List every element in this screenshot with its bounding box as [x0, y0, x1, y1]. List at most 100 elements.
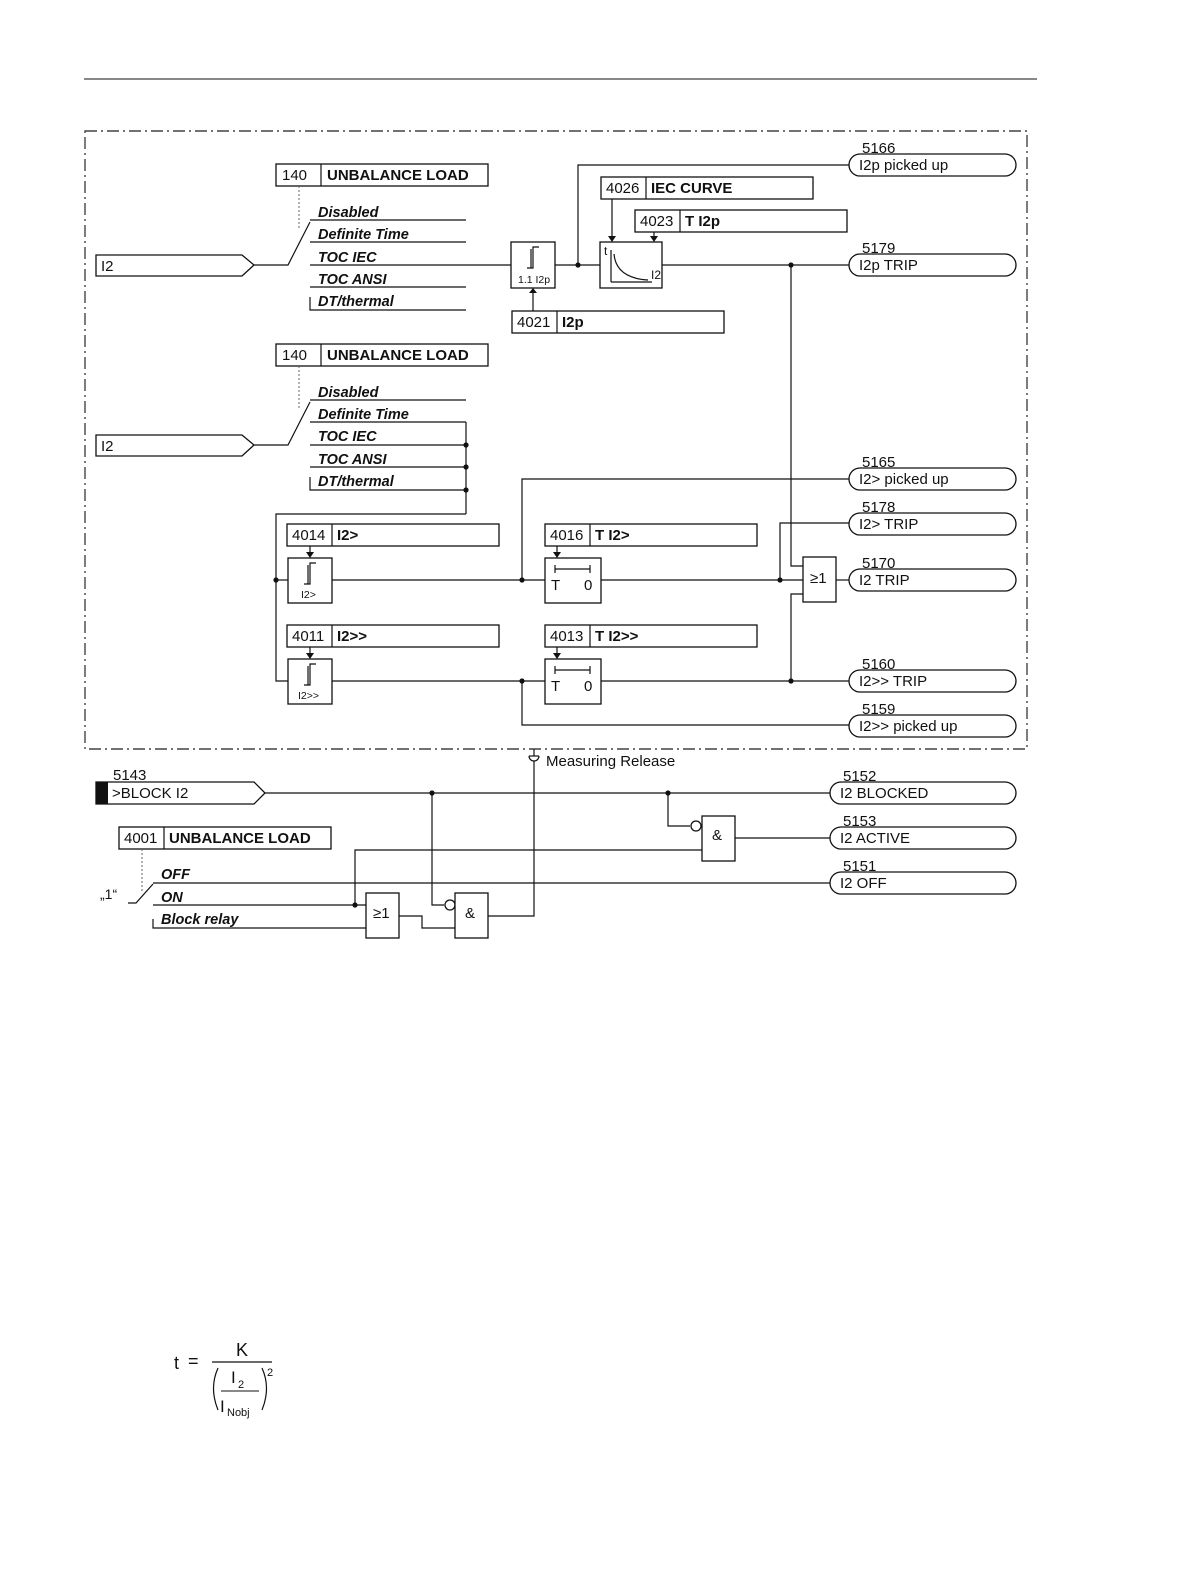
param-t-i2-gtgt: 4013 T I2>>	[544, 624, 758, 659]
block-input: 5143 >BLOCK I2	[95, 767, 266, 805]
and-gate-active: &	[701, 815, 736, 862]
function-option-on: ON	[161, 890, 183, 906]
output-5153: 5153 I2 ACTIVE	[829, 813, 1017, 850]
output-5178-id: 5178	[862, 499, 895, 516]
formula-equals: =	[188, 1351, 199, 1371]
formula-exponent: 2	[267, 1367, 273, 1379]
constant-one: „1“	[100, 886, 117, 902]
output-5152-label: I2 BLOCKED	[840, 785, 929, 802]
measuring-release: Measuring Release	[528, 749, 675, 770]
top-option-disabled: Disabled	[318, 205, 380, 221]
mode-block-mid: 140 UNBALANCE LOAD Disabled Definite Tim…	[275, 343, 489, 514]
input-i2-top-label: I2	[101, 258, 114, 275]
or-gate-enable-label: ≥1	[373, 905, 390, 922]
threshold-i2-gtgt: I2>>	[287, 658, 333, 705]
mid-option-dt-thermal: DT/thermal	[318, 474, 395, 490]
mode-block-mid-label: UNBALANCE LOAD	[327, 347, 469, 364]
or-gate-trip: ≥1	[802, 556, 837, 603]
and-gate-release: &	[454, 892, 489, 939]
output-5151: 5151 I2 OFF	[829, 858, 1017, 895]
function-option-block-relay: Block relay	[161, 912, 239, 928]
measuring-release-label: Measuring Release	[546, 753, 675, 770]
output-5170-label: I2 TRIP	[859, 572, 910, 589]
output-5166-label: I2p picked up	[859, 157, 948, 174]
timer-i2-gt-t: T	[551, 577, 560, 594]
output-5151-label: I2 OFF	[840, 875, 887, 892]
param-t-i2-gtgt-label: T I2>>	[595, 628, 639, 645]
param-i2-gt: 4014 I2>	[286, 523, 500, 558]
function-block-id: 4001	[124, 830, 157, 847]
mid-option-disabled: Disabled	[318, 385, 380, 401]
mid-option-toc-iec: TOC IEC	[318, 429, 377, 445]
top-option-toc-ansi: TOC ANSI	[318, 272, 387, 288]
timer-i2-gt: T 0	[544, 557, 602, 604]
input-i2-mid: I2	[95, 401, 311, 457]
output-5179-label: I2p TRIP	[859, 257, 918, 274]
param-t-i2-gt-label: T I2>	[595, 527, 630, 544]
formula-numerator: K	[236, 1340, 248, 1360]
output-5166: 5166 I2p picked up	[848, 140, 1017, 177]
threshold-i2p: 1.1 I2p	[510, 241, 556, 289]
output-5170: 5170 I2 TRIP	[848, 555, 1017, 592]
formula-den-i: I	[220, 1397, 225, 1416]
param-i2-gtgt-label: I2>>	[337, 628, 367, 645]
mode-block-top-label: UNBALANCE LOAD	[327, 167, 469, 184]
param-i2-gtgt-id: 4011	[292, 628, 324, 645]
timer-i2-gtgt-0: 0	[584, 678, 592, 695]
param-i2p-label: I2p	[562, 314, 584, 331]
threshold-i2-gt-label: I2>	[301, 589, 316, 601]
timer-i2-gtgt-t: T	[551, 678, 560, 695]
param-t-i2-gtgt-id: 4013	[550, 628, 583, 645]
output-5159-label: I2>> picked up	[859, 718, 957, 735]
function-block: 4001 UNBALANCE LOAD OFF ON Block relay	[118, 826, 366, 929]
output-5159-id: 5159	[862, 701, 895, 718]
timer-i2-gtgt: T 0	[544, 658, 602, 705]
top-option-dt-thermal: DT/thermal	[318, 294, 395, 310]
output-5166-id: 5166	[862, 140, 895, 157]
output-5160-label: I2>> TRIP	[859, 673, 927, 690]
curve-i2-label: I2	[651, 268, 661, 282]
output-5159: 5159 I2>> picked up	[848, 701, 1017, 738]
mid-option-toc-ansi: TOC ANSI	[318, 452, 387, 468]
param-iec-curve: 4026 IEC CURVE	[600, 176, 814, 242]
mode-block-top: 140 UNBALANCE LOAD Disabled Definite Tim…	[275, 163, 489, 311]
output-5153-id: 5153	[843, 813, 876, 830]
output-5153-label: I2 ACTIVE	[840, 830, 910, 847]
and-gate-release-label: &	[465, 905, 475, 922]
timer-i2-gt-0: 0	[584, 577, 592, 594]
param-t-i2-gt: 4016 T I2>	[544, 523, 758, 558]
formula: t = K I 2 I Nobj 2	[174, 1340, 273, 1419]
output-5170-id: 5170	[862, 555, 895, 572]
output-5178-label: I2> TRIP	[859, 516, 918, 533]
param-iec-curve-label: IEC CURVE	[651, 180, 732, 197]
param-i2-gtgt: 4011 I2>>	[286, 624, 500, 659]
param-t-i2p: 4023 T I2p	[634, 209, 848, 242]
param-i2p-id: 4021	[517, 314, 550, 331]
output-5160-id: 5160	[862, 656, 895, 673]
output-5160: 5160 I2>> TRIP	[848, 656, 1017, 693]
output-5152: 5152 I2 BLOCKED	[829, 768, 1017, 805]
param-t-i2p-id: 4023	[640, 213, 673, 230]
formula-den-sub: Nobj	[227, 1407, 250, 1419]
function-block-label: UNBALANCE LOAD	[169, 830, 311, 847]
output-5165: 5165 I2> picked up	[848, 454, 1017, 491]
or-gate-trip-label: ≥1	[810, 570, 827, 587]
threshold-i2-gt: I2>	[287, 557, 333, 604]
formula-num-sub: 2	[238, 1379, 244, 1391]
mid-option-definite-time: Definite Time	[318, 407, 409, 423]
param-t-i2-gt-id: 4016	[550, 527, 583, 544]
output-5178: 5178 I2> TRIP	[848, 499, 1017, 536]
output-5151-id: 5151	[843, 858, 876, 875]
mode-block-mid-id: 140	[282, 347, 307, 364]
param-iec-curve-id: 4026	[606, 180, 639, 197]
output-5152-id: 5152	[843, 768, 876, 785]
threshold-i2-gtgt-label: I2>>	[298, 690, 319, 702]
param-t-i2p-label: T I2p	[685, 213, 720, 230]
param-i2p: 4021 I2p	[511, 288, 725, 334]
curve-element: t I2	[599, 241, 663, 289]
block-input-id: 5143	[113, 767, 146, 784]
input-i2-mid-label: I2	[101, 438, 114, 455]
output-5165-id: 5165	[862, 454, 895, 471]
top-option-toc-iec: TOC IEC	[318, 250, 377, 266]
